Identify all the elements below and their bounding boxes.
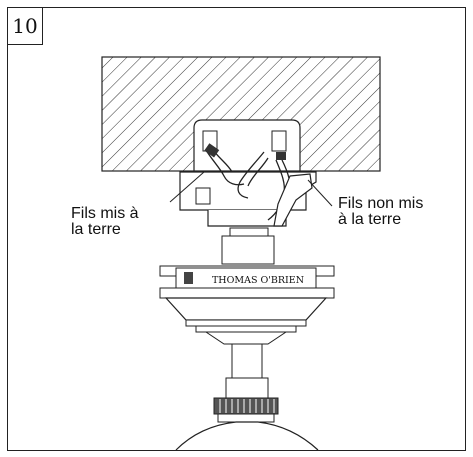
grounded-label-line1: Fils mis à (71, 205, 139, 222)
lower-rod (231, 343, 263, 379)
step-number: 10 (7, 7, 43, 45)
motor-housing (164, 297, 328, 321)
ungrounded-wires-label: Fils non mis à la terre (338, 196, 423, 228)
fan-arm (273, 173, 313, 227)
grounded-label-line2: la terre (71, 221, 121, 238)
grounded-leader (169, 171, 205, 203)
ungrounded-label-line2: à la terre (338, 211, 402, 228)
ungrounded-leader (307, 179, 333, 207)
glass-shade (175, 421, 319, 451)
brand-text: THOMAS O'BRIEN (212, 275, 304, 286)
grounded-wires-label: Fils mis à la terre (71, 206, 139, 238)
ungrounded-label-line1: Fils non mis (338, 195, 424, 212)
